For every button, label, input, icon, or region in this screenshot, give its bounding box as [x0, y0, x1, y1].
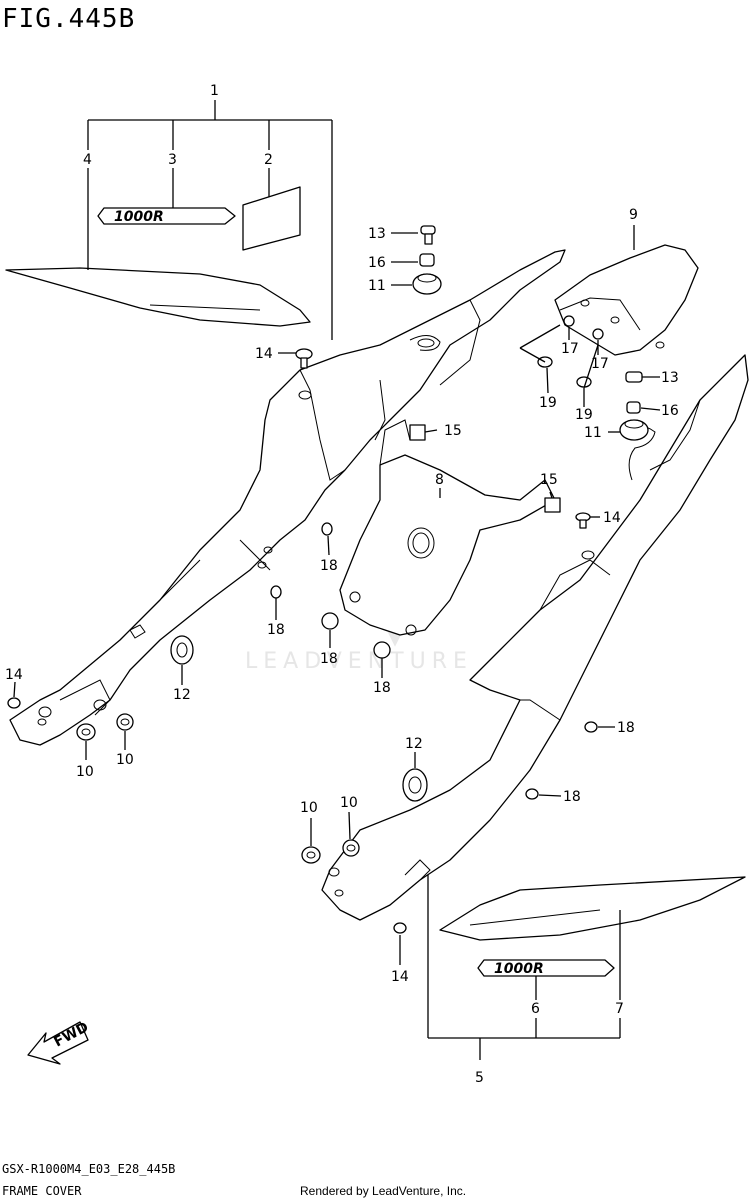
screw-14-b[interactable]: [575, 512, 591, 529]
callout-10-b: 10: [116, 752, 134, 768]
callout-10-c: 10: [300, 800, 318, 816]
screw-14-d[interactable]: [393, 922, 407, 934]
callout-18-a: 18: [320, 558, 338, 574]
callout-12-right: 12: [405, 736, 423, 752]
callout-6: 6: [531, 1001, 540, 1017]
cushion-10-b[interactable]: [116, 713, 134, 731]
decal-3[interactable]: 1000R: [97, 207, 236, 225]
screw-14-c[interactable]: [7, 697, 21, 709]
callout-4: 4: [83, 152, 92, 168]
callout-12-left: 12: [173, 687, 191, 703]
callout-8: 8: [435, 472, 444, 488]
decal-6-text: 1000R: [494, 961, 544, 977]
frame-cover-left[interactable]: [9, 249, 566, 746]
rivet-18-b[interactable]: [270, 585, 282, 599]
decal-7[interactable]: [439, 876, 746, 941]
cushion-10-d[interactable]: [342, 839, 360, 857]
callout-1: 1: [210, 83, 219, 99]
callout-14-a: 14: [255, 346, 273, 362]
callout-13-top: 13: [368, 226, 386, 242]
callout-19-b: 19: [575, 407, 593, 423]
callout-18-e: 18: [617, 720, 635, 736]
screw-19-b[interactable]: [576, 376, 592, 388]
clip-17-b[interactable]: [592, 328, 604, 340]
decal-3-text: 1000R: [114, 209, 164, 225]
rivet-18-e[interactable]: [584, 721, 598, 733]
cushion-10-a[interactable]: [76, 723, 96, 741]
callout-14-c: 14: [5, 667, 23, 683]
callout-18-f: 18: [563, 789, 581, 805]
callout-11-top: 11: [368, 278, 386, 294]
callout-7: 7: [615, 1001, 624, 1017]
callout-labels: 1 4 3 2 9 13 16 11 14 17 17 19 19 13 16 …: [5, 83, 679, 1086]
rivet-18-c[interactable]: [321, 612, 339, 630]
tail-cowl[interactable]: [554, 244, 699, 356]
bolt-13-right[interactable]: [625, 371, 643, 383]
collar-16-top[interactable]: [419, 253, 435, 267]
leader-lines: [13, 100, 661, 1060]
callout-15-a: 15: [444, 423, 462, 439]
callout-15-b: 15: [540, 472, 558, 488]
bolt-13-top[interactable]: [420, 225, 436, 245]
cushion-10-c[interactable]: [301, 846, 321, 864]
rivet-18-f[interactable]: [525, 788, 539, 800]
clip-17-a[interactable]: [563, 315, 575, 327]
decal-4[interactable]: [5, 267, 311, 327]
callout-3: 3: [168, 152, 177, 168]
rivet-18-d[interactable]: [373, 641, 391, 659]
callout-16-top: 16: [368, 255, 386, 271]
screw-14-a[interactable]: [295, 348, 313, 369]
figure-title: FIG.445B: [2, 4, 136, 34]
callout-5: 5: [475, 1070, 484, 1086]
callout-19-a: 19: [539, 395, 557, 411]
callout-2: 2: [264, 152, 273, 168]
decal-6[interactable]: 1000R: [477, 959, 615, 977]
frame-cover-right[interactable]: [321, 354, 749, 921]
callout-18-d: 18: [373, 680, 391, 696]
center-panel[interactable]: [339, 419, 556, 636]
callout-18-b: 18: [267, 622, 285, 638]
watermark: LEADVENTURE: [245, 649, 473, 674]
nut-15-a[interactable]: [409, 424, 426, 441]
callout-14-d: 14: [391, 969, 409, 985]
callout-17-b: 17: [591, 356, 609, 372]
rivet-18-a[interactable]: [321, 522, 333, 536]
rendered-by: Rendered by LeadVenture, Inc.: [300, 1184, 467, 1198]
callout-9: 9: [629, 207, 638, 223]
callout-14-b: 14: [603, 510, 621, 526]
fwd-arrow-icon: FWD: [27, 1019, 91, 1065]
damper-12-right[interactable]: [402, 768, 428, 802]
damper-12-left[interactable]: [170, 635, 194, 665]
grommet-11-top[interactable]: [412, 273, 442, 295]
nut-15-b[interactable]: [544, 497, 561, 513]
callout-18-c: 18: [320, 651, 338, 667]
model-code: GSX-R1000M4_E03_E28_445B: [2, 1162, 176, 1176]
callout-17-a: 17: [561, 341, 579, 357]
callout-16-right: 16: [661, 403, 679, 419]
section-name: FRAME COVER: [2, 1184, 82, 1198]
grommet-11-right[interactable]: [619, 419, 649, 441]
callout-10-a: 10: [76, 764, 94, 780]
callout-13-right: 13: [661, 370, 679, 386]
callout-11-right: 11: [584, 425, 602, 441]
collar-16-right[interactable]: [626, 401, 641, 414]
decal-2[interactable]: [242, 186, 301, 251]
callout-10-d: 10: [340, 795, 358, 811]
